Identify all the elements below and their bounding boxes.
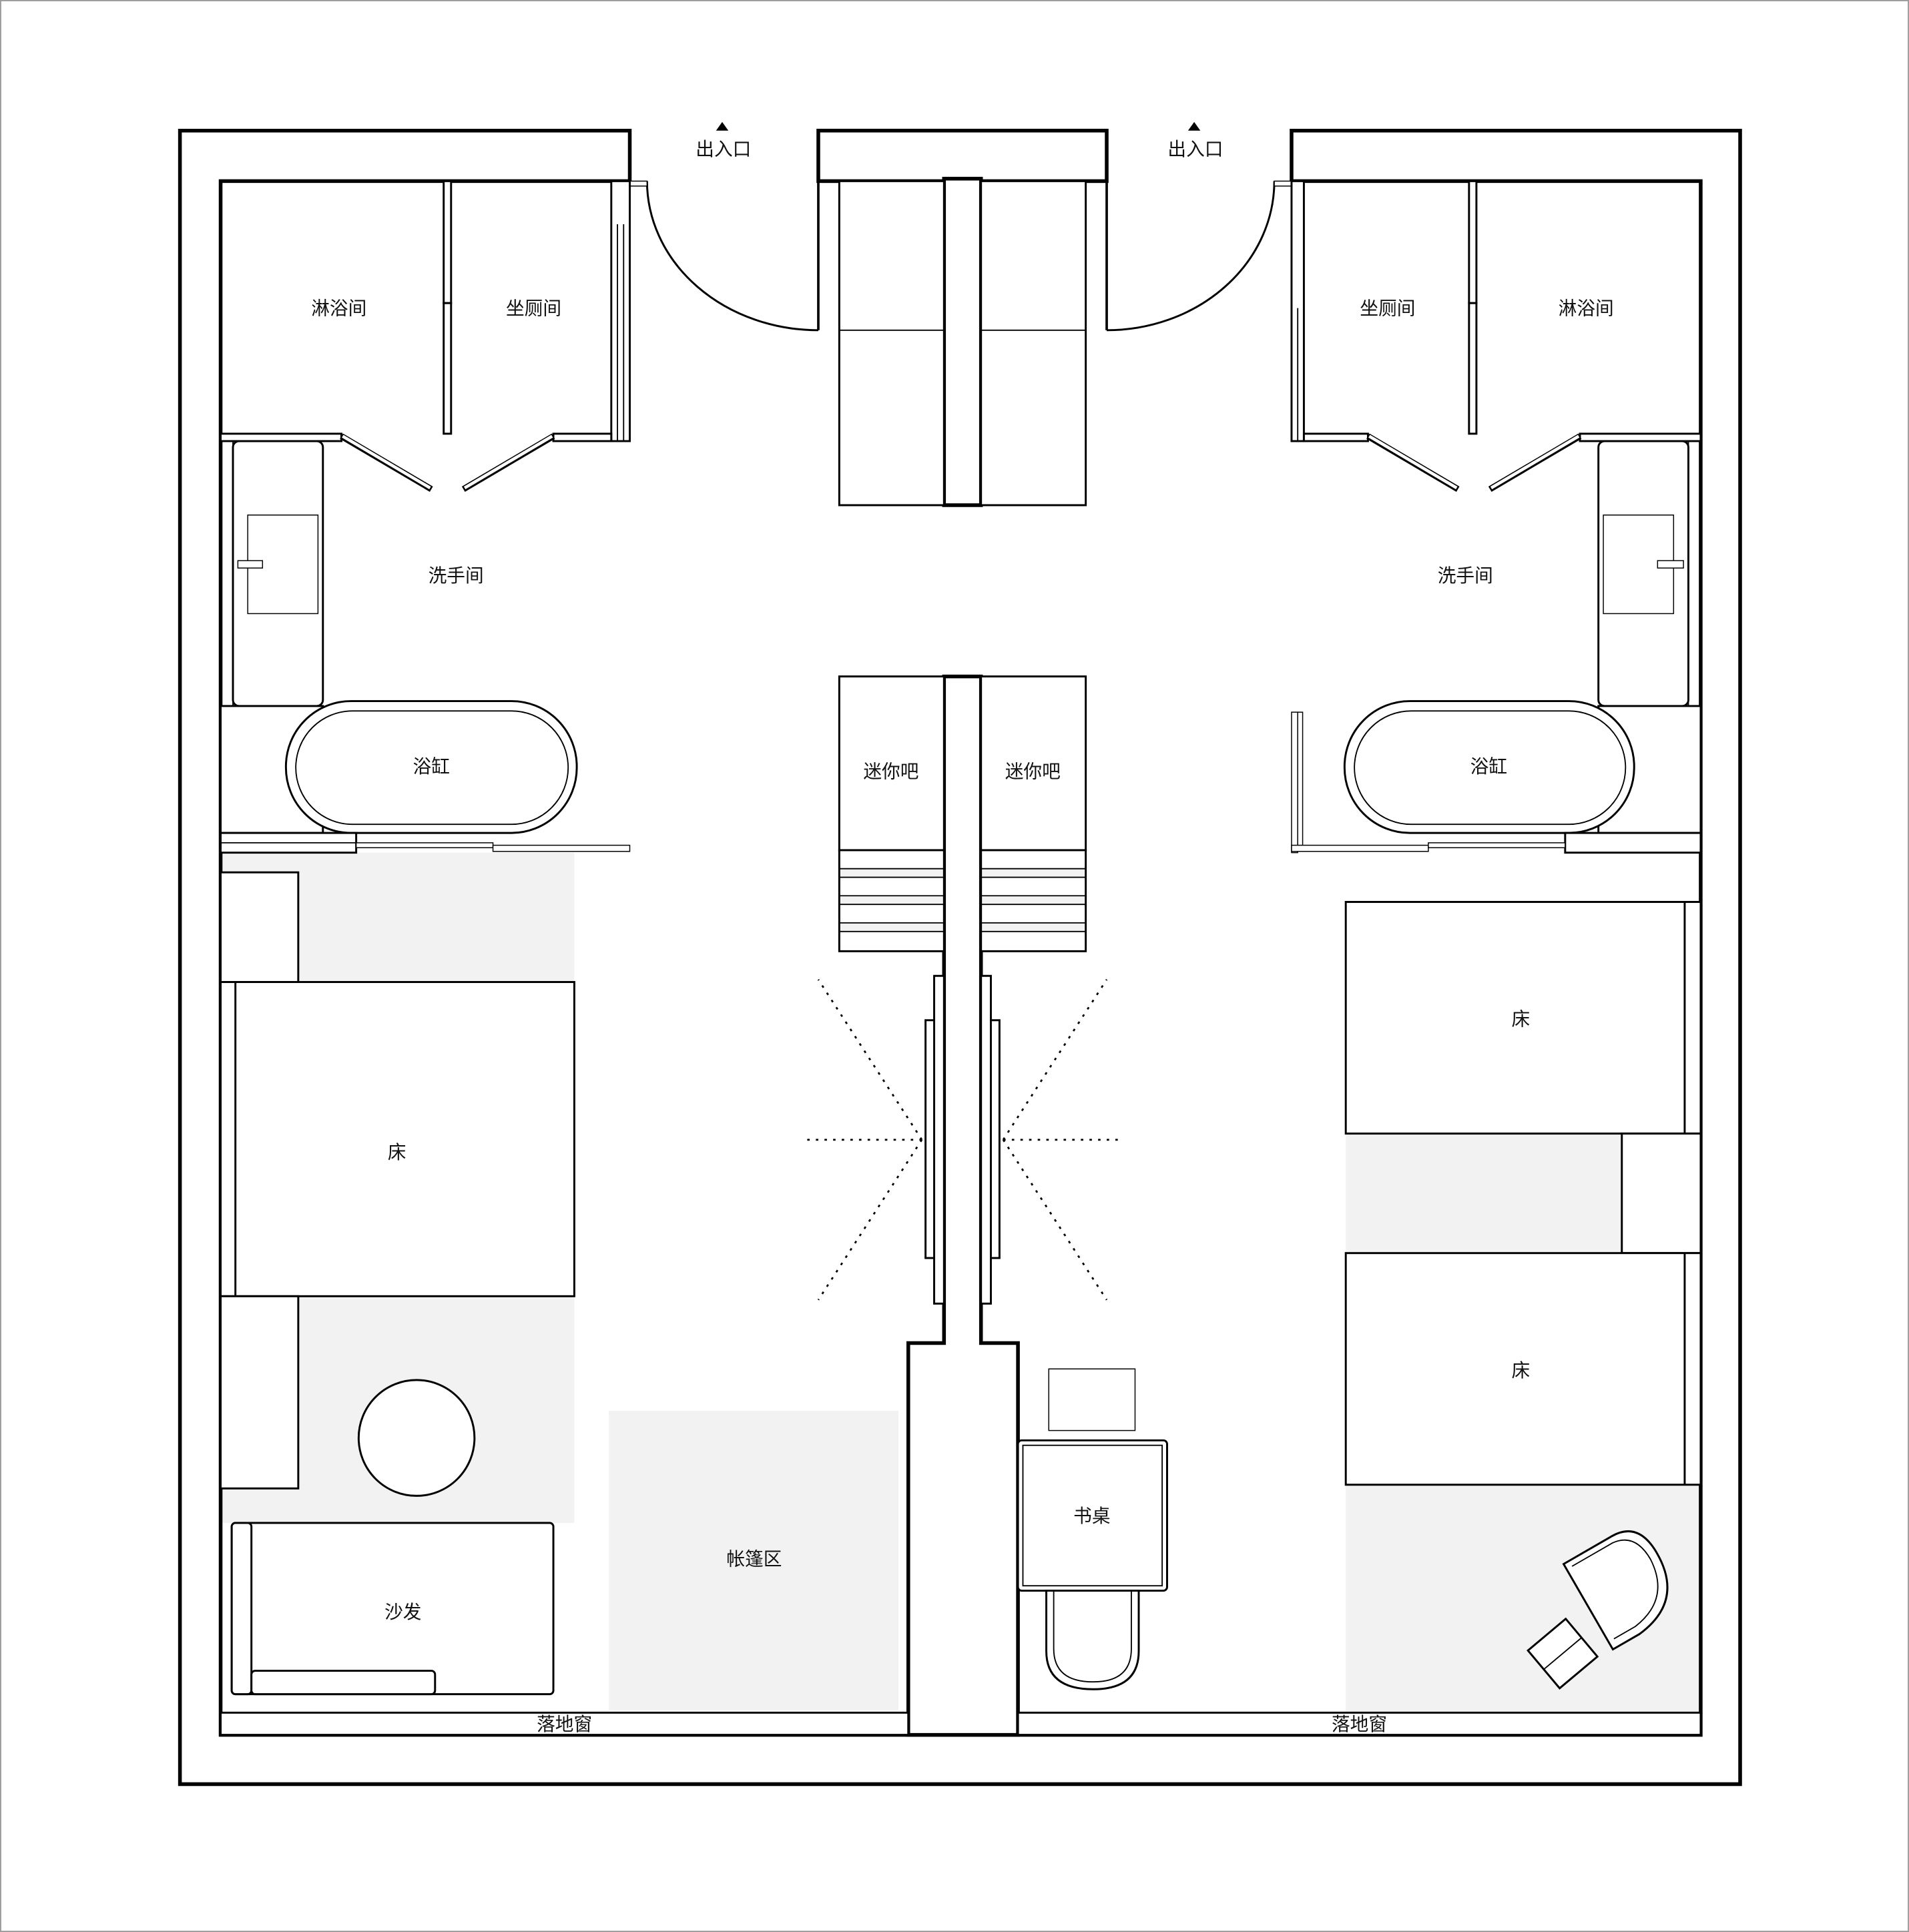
wardrobe <box>838 180 1087 507</box>
label-tent-area: 帐篷区 <box>726 1548 782 1570</box>
light-rays <box>804 979 1122 1301</box>
glass-partition <box>924 974 1001 1305</box>
bathtub <box>1343 700 1635 834</box>
bed <box>1344 901 1702 1135</box>
label-washroom: 洗手间 <box>429 565 484 587</box>
label-minibar: 迷你吧 <box>863 761 918 783</box>
label-toilet: 坐厕间 <box>1360 297 1415 319</box>
label-window: 落地窗 <box>1332 1713 1387 1735</box>
label-window: 落地窗 <box>537 1713 592 1735</box>
label-bed: 床 <box>1512 1008 1531 1030</box>
round-table <box>357 1379 476 1497</box>
label-desk: 书桌 <box>1073 1505 1110 1527</box>
label-bed: 床 <box>1512 1359 1531 1381</box>
bed <box>1344 1252 1702 1486</box>
faucet-icon <box>1657 560 1684 569</box>
floor-window <box>220 1711 910 1736</box>
label-bathtub: 浴缸 <box>413 755 450 777</box>
outer-walls <box>178 128 1742 1787</box>
nightstand <box>1621 1133 1702 1255</box>
label-toilet: 坐厕间 <box>506 297 561 319</box>
desk-lamp-box <box>1048 1368 1136 1431</box>
minibar <box>838 675 1087 952</box>
label-washroom: 洗手间 <box>1438 565 1493 587</box>
entrance-label-right: 出入口 <box>1167 138 1223 160</box>
entrance-label-left: 出入口 <box>696 138 751 160</box>
desk-chair <box>1045 1590 1140 1690</box>
label-bathtub: 浴缸 <box>1470 755 1507 777</box>
right-bathroom <box>1290 180 1702 854</box>
lounge-chair <box>1562 1530 1669 1651</box>
floor-window <box>1017 1711 1702 1736</box>
label-shower: 淋浴间 <box>1559 297 1614 319</box>
label-minibar: 迷你吧 <box>1005 761 1061 783</box>
nightstand <box>220 1295 300 1490</box>
tent-area-zone <box>609 1411 898 1710</box>
bathtub <box>284 700 578 834</box>
desk <box>1017 1368 1168 1690</box>
faucet-icon <box>237 560 264 569</box>
label-shower: 淋浴间 <box>311 297 366 319</box>
entrance-arrow-icon <box>716 121 729 131</box>
bed <box>220 981 575 1297</box>
left-bathroom <box>220 180 631 854</box>
entrance-door-left[interactable] <box>629 180 820 332</box>
side-table <box>1527 1617 1599 1690</box>
entrance-arrow-icon <box>1187 121 1201 131</box>
label-sofa: 沙发 <box>384 1601 421 1623</box>
sofa <box>230 1522 555 1696</box>
label-bed: 床 <box>388 1141 406 1163</box>
nightstand <box>220 871 300 983</box>
